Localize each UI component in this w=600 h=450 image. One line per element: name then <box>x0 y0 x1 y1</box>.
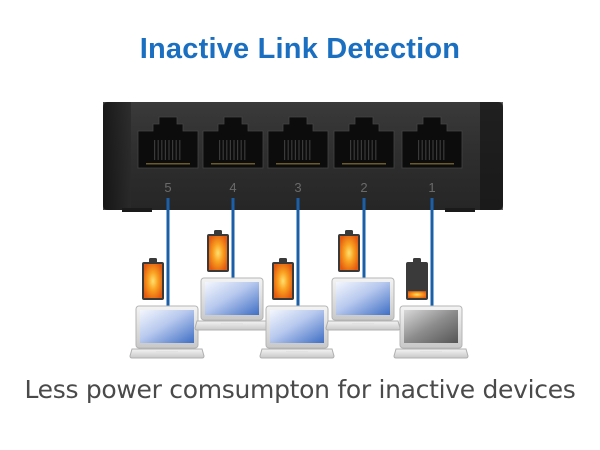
laptop-icon <box>194 277 270 331</box>
diagram-title: Inactive Link Detection <box>139 33 461 65</box>
battery-level-fill <box>144 264 162 298</box>
laptop-icon <box>393 305 469 359</box>
laptop-screen <box>205 282 259 315</box>
diagram-caption: Less power comsumpton for inactive devic… <box>24 375 576 404</box>
battery-icon <box>207 230 229 272</box>
port-number-label: 2 <box>360 180 367 195</box>
port-number-label: 4 <box>229 180 236 195</box>
battery-level-fill <box>209 236 227 270</box>
battery-icon <box>338 230 360 272</box>
battery-level-fill <box>408 291 426 298</box>
rj45-port-1: 1 <box>401 116 463 195</box>
port-number-label: 1 <box>428 180 435 195</box>
rj45-port-4: 4 <box>202 116 264 195</box>
rj45-port-3: 3 <box>267 116 329 195</box>
rj45-port-2: 2 <box>333 116 395 195</box>
port-number-label: 3 <box>294 180 301 195</box>
battery-icon <box>272 258 294 300</box>
laptop-icon <box>325 277 401 331</box>
laptop-screen <box>336 282 390 315</box>
laptop-screen <box>404 310 458 343</box>
battery-icon <box>406 258 428 300</box>
laptop-icon <box>129 305 205 359</box>
laptop-screen <box>270 310 324 343</box>
battery-level-fill <box>274 264 292 298</box>
battery-level-fill <box>340 236 358 270</box>
port-number-label: 5 <box>164 180 171 195</box>
laptop-icon <box>259 305 335 359</box>
laptop-screen <box>140 310 194 343</box>
rj45-port-5: 5 <box>137 116 199 195</box>
battery-icon <box>142 258 164 300</box>
